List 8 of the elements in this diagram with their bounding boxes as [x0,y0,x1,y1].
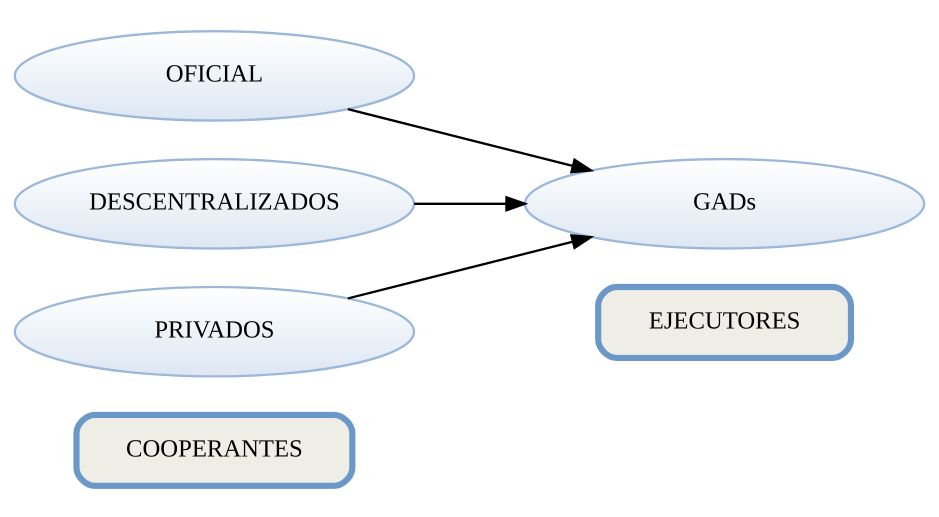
node-ellipse: DESCENTRALIZADOS [14,158,416,250]
node-ellipse: OFICIAL [14,30,416,122]
arrow [348,234,594,300]
node-ellipse: PRIVADOS [14,286,416,378]
arrow [348,108,594,174]
node-box: COOPERANTES [73,412,356,489]
arrow [414,196,528,212]
node-box: EJECUTORES [595,284,854,361]
